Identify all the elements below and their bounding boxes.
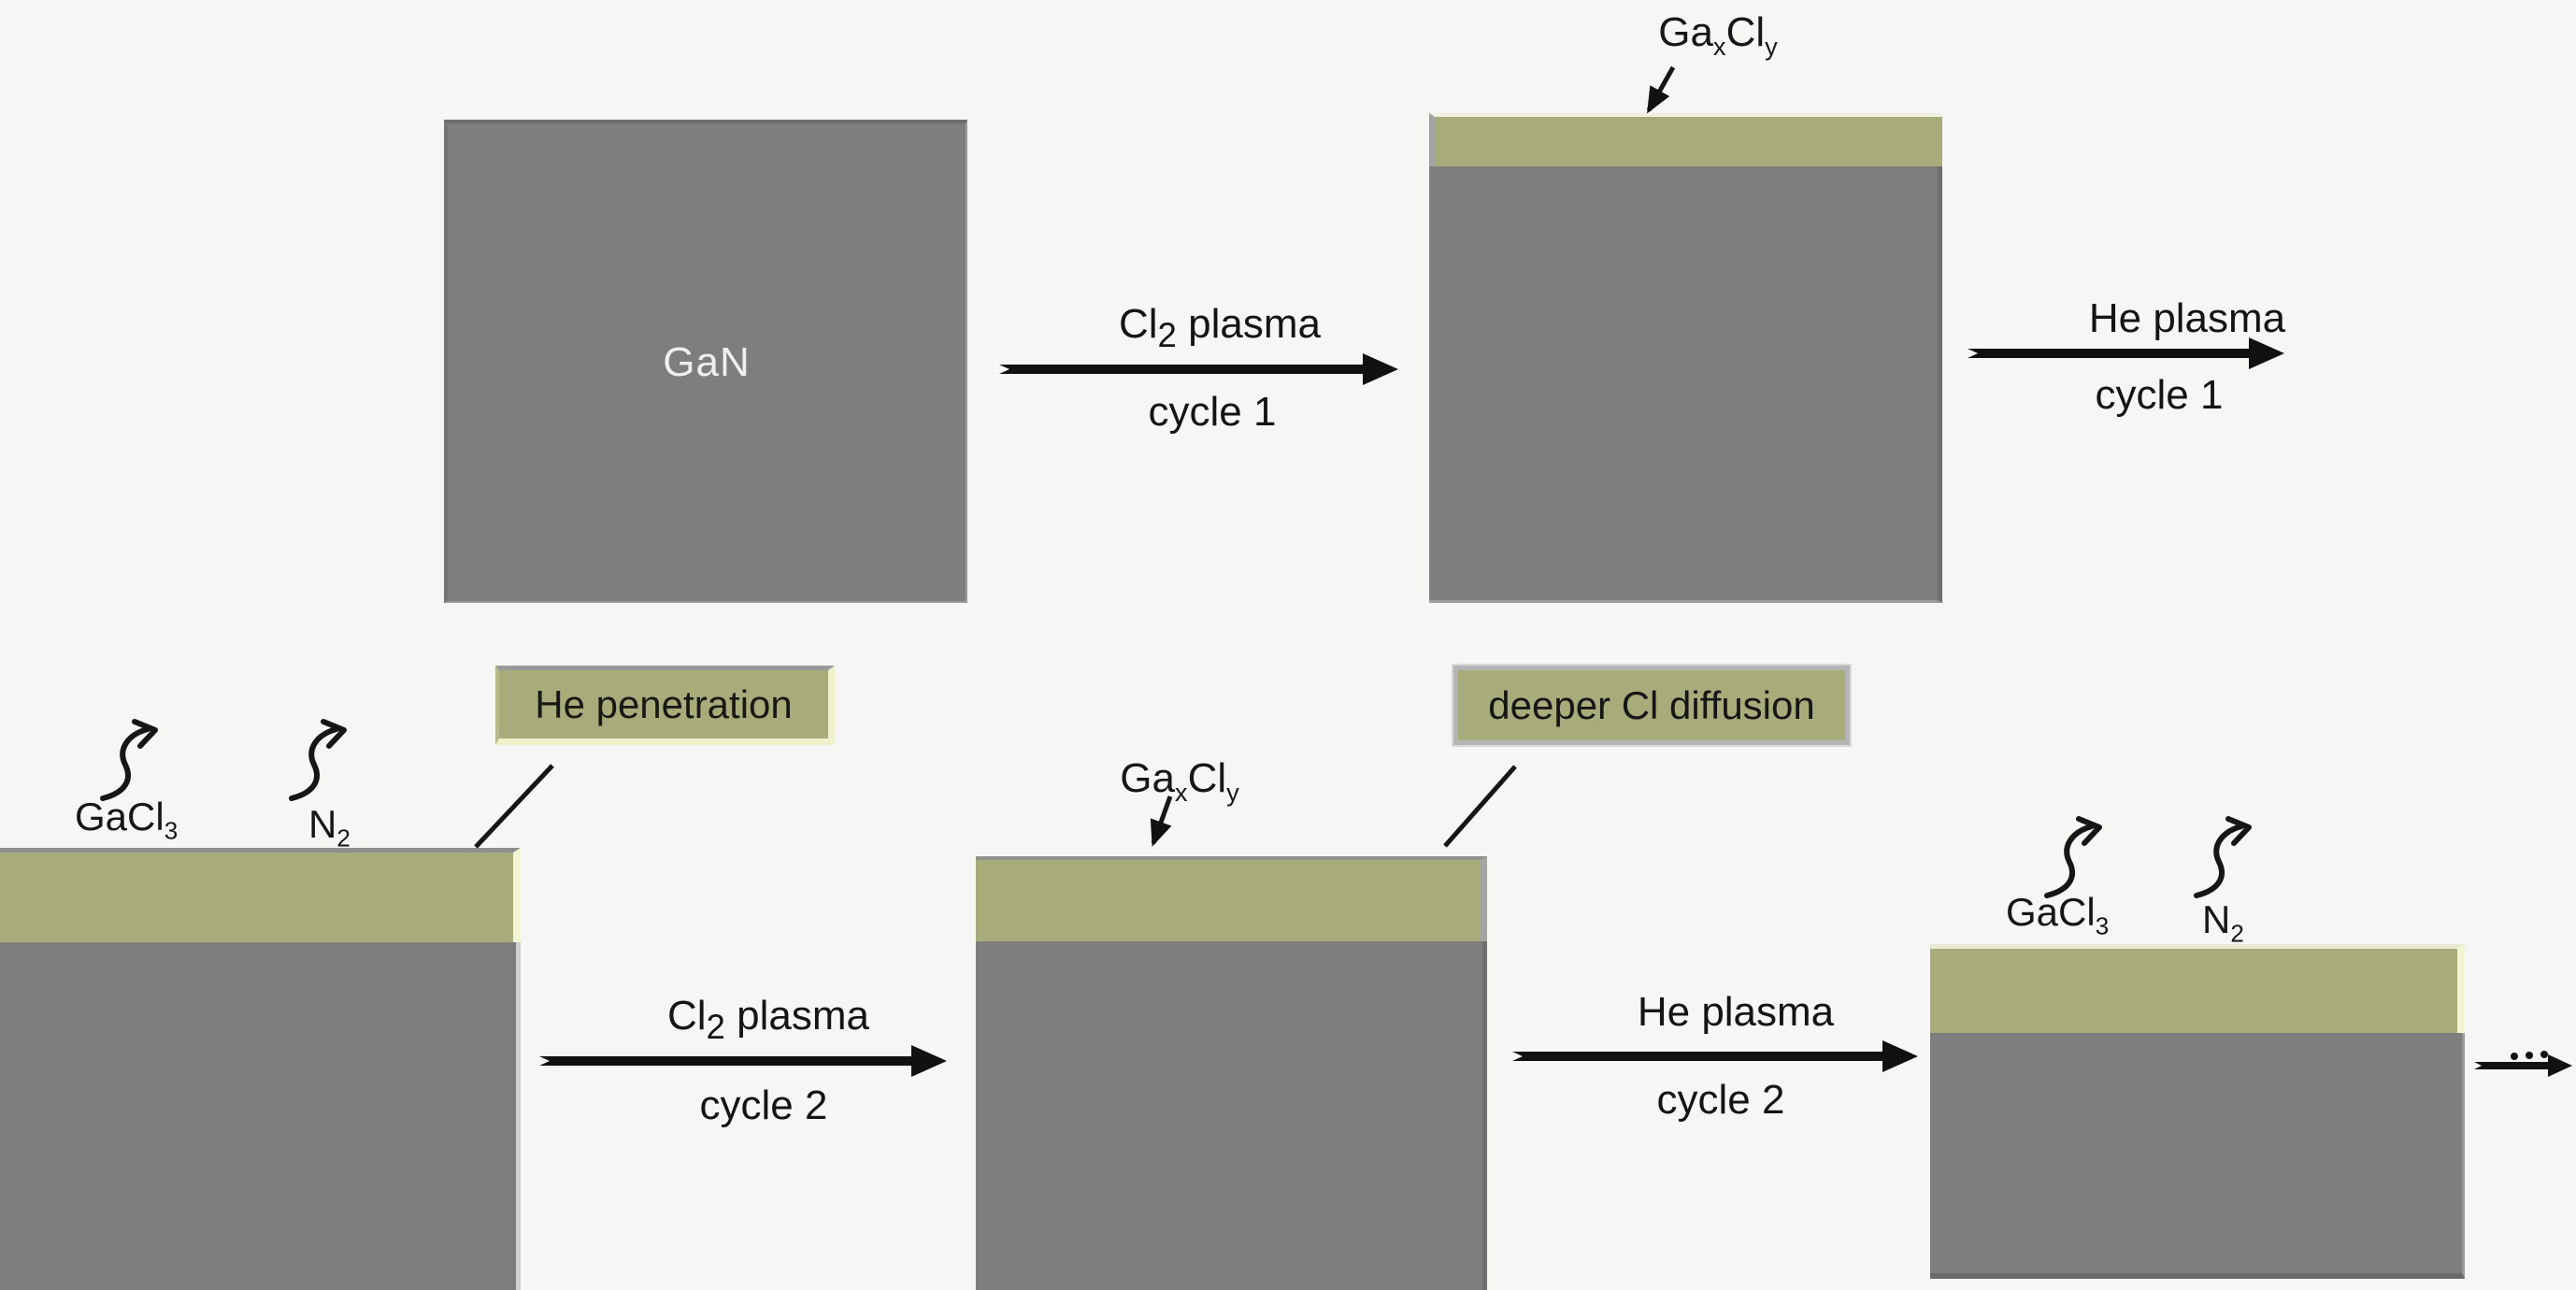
gacl3-label-left: GaCl3 bbox=[75, 795, 179, 845]
desorption-arrow-n2-left bbox=[289, 719, 347, 801]
gacl3-label-right: GaCl3 bbox=[2006, 890, 2110, 940]
process-arrow-he-cycle2 bbox=[1512, 1040, 1918, 1072]
step-label-cycle-2a: cycle 2 bbox=[699, 1082, 828, 1128]
process-arrow-cl2-cycle2 bbox=[539, 1045, 947, 1077]
gan-bulk bbox=[1429, 166, 1942, 603]
modified-surface-layer bbox=[1930, 944, 2465, 1033]
modified-surface-layer bbox=[0, 848, 521, 942]
gaxcly-pointer-arrow-middle bbox=[1150, 796, 1173, 847]
step-label-cl2-plasma-1: Cl2 plasma bbox=[1118, 301, 1322, 354]
gaxcly-layer-thin bbox=[1429, 113, 1942, 166]
desorption-arrow-gacl3-left bbox=[100, 719, 158, 801]
step-label-cycle-2b: cycle 2 bbox=[1656, 1077, 1785, 1123]
step-label-cycle-1a: cycle 1 bbox=[1148, 389, 1277, 435]
gaxcly-label-top: GaxCly bbox=[1658, 9, 1778, 61]
n2-label-left: N2 bbox=[308, 802, 351, 853]
gan-substrate-initial: GaN bbox=[444, 120, 967, 603]
process-arrow-he-cycle1 bbox=[1968, 337, 2284, 369]
deeper-cl-diffusion-label: deeper Cl diffusion bbox=[1488, 682, 1815, 727]
gan-bulk bbox=[1930, 1033, 2465, 1279]
continuation-arrow-icon bbox=[2474, 1051, 2572, 1077]
gaxcly-pointer-arrow-top bbox=[1646, 65, 1676, 114]
gan-bulk bbox=[976, 941, 1487, 1290]
n2-label-right: N2 bbox=[2202, 897, 2244, 948]
desorption-arrow-gacl3-right bbox=[2044, 816, 2102, 898]
process-arrow-cl2-cycle1 bbox=[999, 353, 1398, 385]
gan-bulk bbox=[0, 942, 521, 1290]
substrate-after-he-cycle1 bbox=[0, 848, 521, 1290]
gaxcly-layer-thick bbox=[976, 856, 1487, 941]
step-label-cycle-1b: cycle 1 bbox=[2095, 372, 2224, 418]
he-penetration-pointer-line bbox=[474, 764, 554, 849]
deeper-cl-diffusion-callout: deeper Cl diffusion bbox=[1453, 666, 1850, 745]
step-label-he-plasma-2: He plasma bbox=[1637, 989, 1835, 1035]
desorption-arrow-n2-right bbox=[2194, 816, 2252, 898]
gan-substrate-label: GaN bbox=[663, 338, 751, 385]
deeper-cl-diffusion-pointer-line bbox=[1443, 765, 1517, 848]
he-penetration-label: He penetration bbox=[535, 681, 793, 726]
step-label-cl2-plasma-2: Cl2 plasma bbox=[666, 993, 870, 1046]
he-penetration-callout: He penetration bbox=[495, 666, 835, 745]
substrate-after-he-cycle2 bbox=[1930, 944, 2465, 1279]
gaxcly-label-middle: GaxCly bbox=[1120, 755, 1239, 807]
substrate-after-cl2-cycle2 bbox=[976, 856, 1487, 1290]
step-label-he-plasma-1: He plasma bbox=[2088, 295, 2286, 341]
substrate-after-cl2-cycle1 bbox=[1429, 113, 1942, 603]
